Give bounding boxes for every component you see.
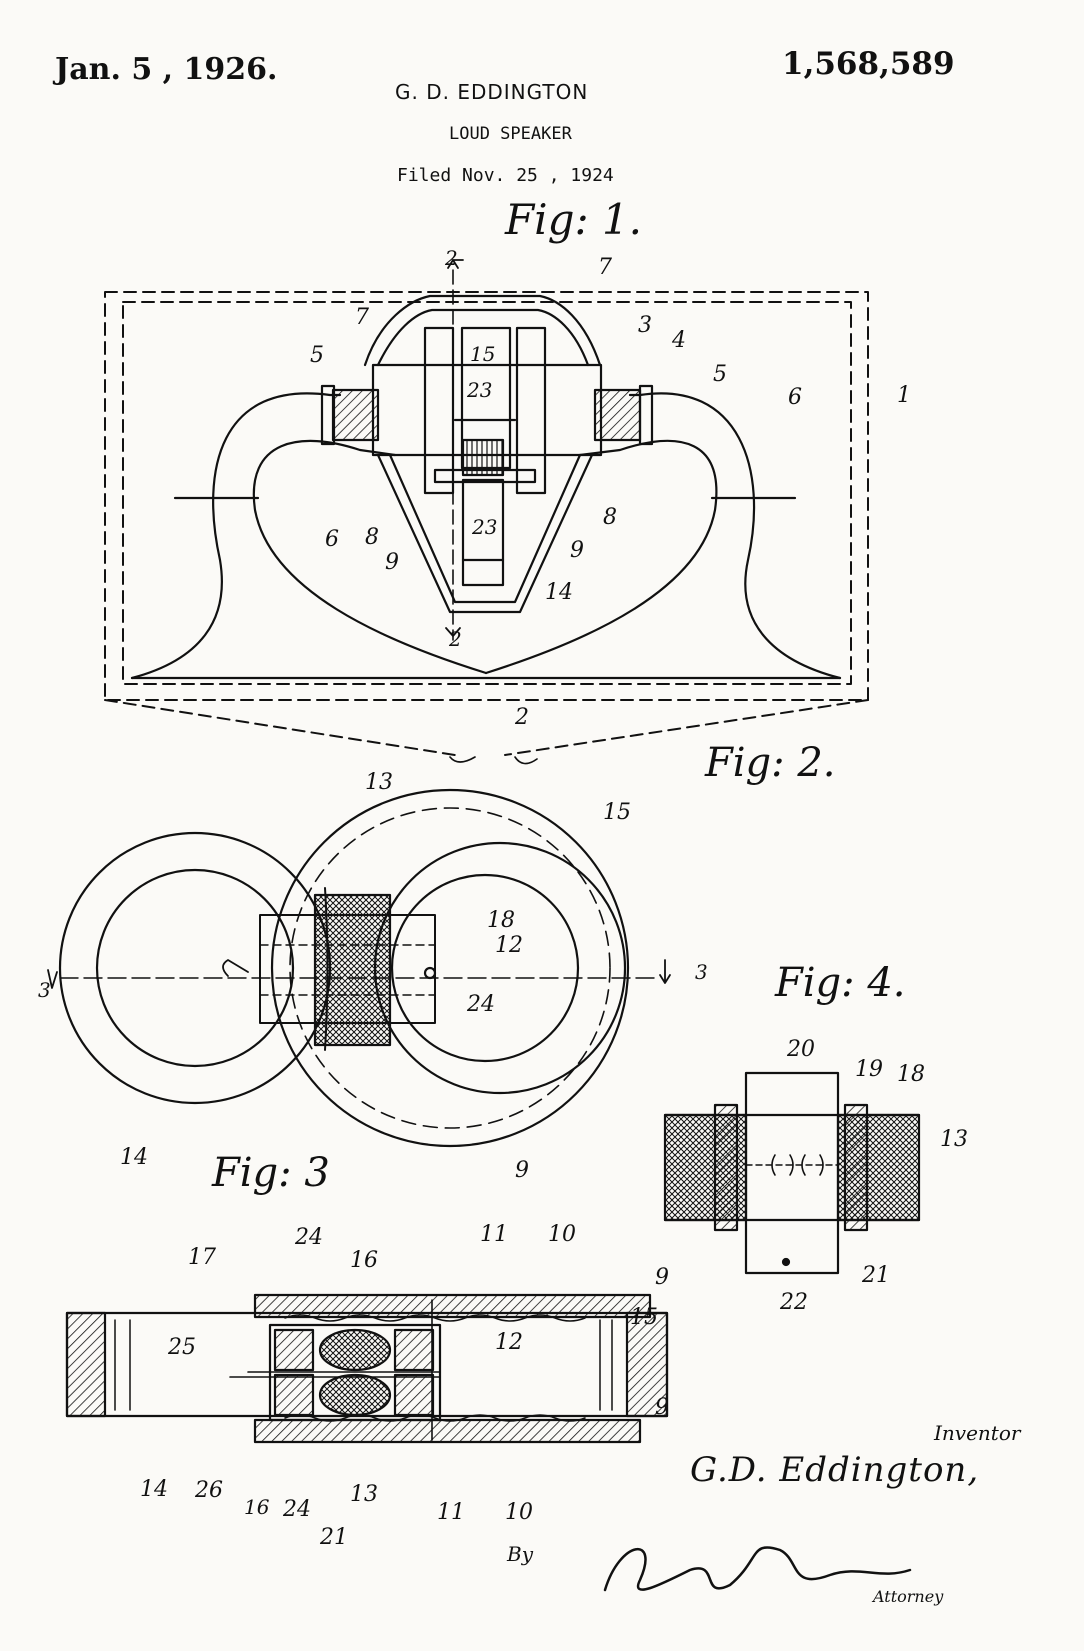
inventor-name-header: G. D. EDDINGTON	[395, 80, 589, 104]
patent-number: 1,568,589	[782, 46, 955, 82]
fig1-numeral: 9	[385, 550, 399, 575]
fig1-numeral: 7	[355, 305, 369, 330]
fig3-numeral: 12	[495, 1330, 523, 1355]
inventor-label: Inventor	[934, 1421, 1021, 1445]
fig4-numeral: 21	[862, 1263, 890, 1288]
filed-date: Filed Nov. 25 , 1924	[397, 165, 614, 186]
fig4-numeral: 19	[855, 1057, 883, 1082]
fig3-numeral: 26	[195, 1478, 223, 1503]
fig2-numeral: 18	[487, 908, 515, 933]
fig2-numeral: 3	[38, 978, 51, 1002]
patent-date: Jan. 5 , 1926.	[55, 52, 278, 87]
fig4-label: Fig: 4.	[775, 960, 906, 1006]
fig4-numeral: 20	[787, 1037, 815, 1062]
fig3-numeral: 24	[295, 1225, 323, 1250]
fig2-numeral: 15	[603, 800, 631, 825]
inventor-signature: G.D. Eddington,	[690, 1450, 980, 1490]
fig1-numeral: 23	[467, 378, 493, 402]
fig3-numeral: 10	[548, 1222, 576, 1247]
figure-1	[104, 259, 869, 765]
figure-2	[47, 788, 671, 1148]
fig1-numeral: 6	[325, 527, 339, 552]
fig3-numeral: 25	[168, 1335, 196, 1360]
fig2-numeral: 14	[120, 1145, 148, 1170]
fig1-numeral: 3	[638, 313, 652, 338]
fig3-numeral: 9	[655, 1265, 669, 1290]
fig1-numeral: 23	[472, 515, 498, 539]
fig4-numeral: 18	[897, 1062, 925, 1087]
fig2-numeral: 24	[467, 992, 495, 1017]
fig4-numeral: 22	[780, 1290, 808, 1315]
fig3-numeral: 16	[350, 1248, 378, 1273]
fig1-numeral: 14	[545, 580, 573, 605]
fig3-numeral: 14	[140, 1477, 168, 1502]
attorney-signature-strokes	[603, 1546, 912, 1592]
fig1-numeral: 5	[310, 343, 324, 368]
fig1-numeral: 9	[570, 538, 584, 563]
fig1-numeral: 2	[445, 246, 458, 270]
attorney-label: Attorney	[873, 1587, 944, 1606]
fig2-numeral: 9	[515, 1158, 529, 1183]
fig3-numeral: 9	[655, 1395, 669, 1420]
fig2-numeral: 12	[495, 933, 523, 958]
fig3-label: Fig: 3	[212, 1150, 330, 1196]
figure-3	[65, 1293, 669, 1444]
by-label: By	[507, 1542, 533, 1566]
fig1-numeral: 15	[470, 342, 496, 366]
fig3-numeral: 24	[283, 1497, 311, 1522]
fig3-numeral: 11	[437, 1500, 465, 1525]
fig3-numeral: 13	[350, 1482, 378, 1507]
fig1-label: Fig: 1.	[505, 195, 643, 244]
patent-title: LOUD SPEAKER	[449, 124, 572, 144]
fig3-numeral: 21	[320, 1525, 348, 1550]
fig3-numeral: 10	[505, 1500, 533, 1525]
fig3-numeral: 17	[188, 1245, 216, 1270]
fig1-numeral: 6	[788, 385, 802, 410]
fig1-numeral: 1	[897, 383, 911, 408]
fig1-numeral: 2	[449, 627, 462, 651]
fig3-numeral: 15	[630, 1305, 658, 1330]
fig3-numeral: 16	[244, 1495, 270, 1519]
fig2-numeral: 3	[695, 960, 708, 984]
fig1-numeral: 4	[672, 328, 686, 353]
figure-4	[663, 1071, 921, 1275]
fig2-numeral: 13	[365, 770, 393, 795]
fig1-numeral: 5	[713, 362, 727, 387]
fig1-numeral: 8	[603, 505, 617, 530]
fig3-numeral: 11	[480, 1222, 508, 1247]
fig2-label: Fig: 2.	[705, 740, 836, 786]
fig1-numeral: 7	[598, 255, 612, 280]
fig1-numeral: 2	[515, 705, 529, 730]
fig4-numeral: 13	[940, 1127, 968, 1152]
fig1-numeral: 8	[365, 525, 379, 550]
